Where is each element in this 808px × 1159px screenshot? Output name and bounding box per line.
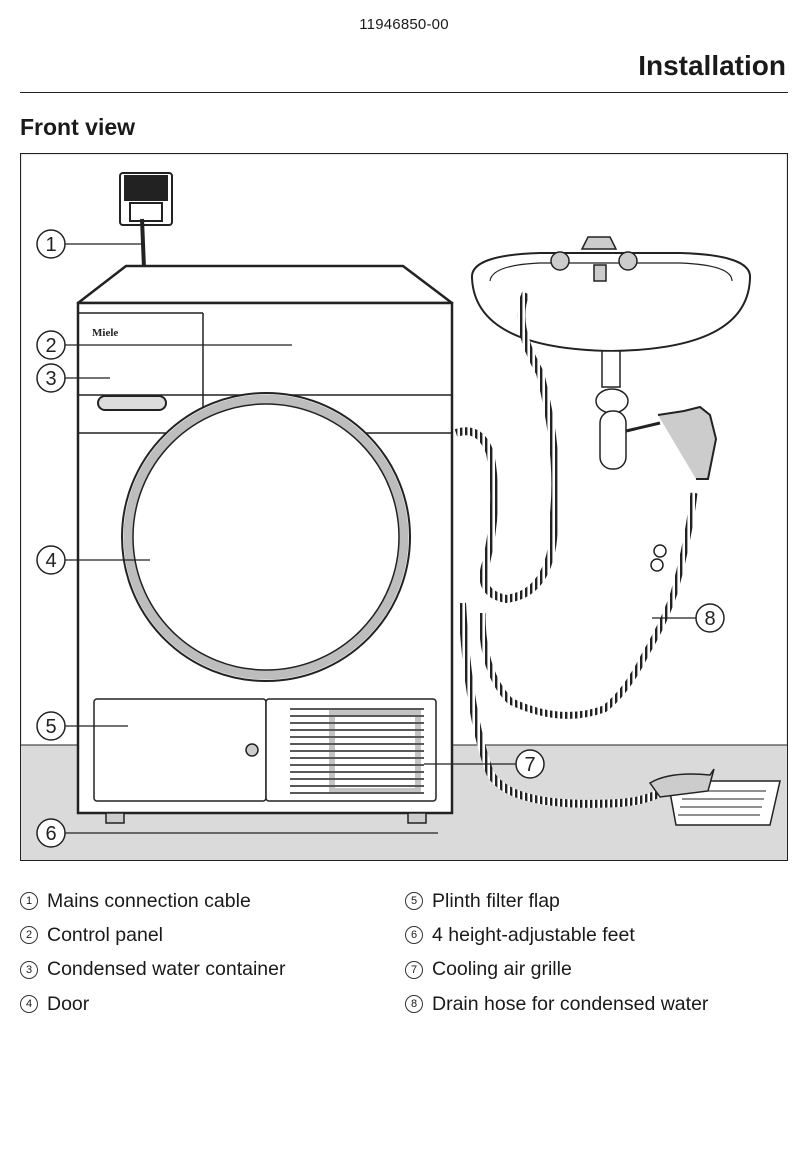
- legend-item: 3 Condensed water container: [20, 953, 286, 987]
- callout-6: 6: [45, 823, 56, 845]
- callout-2: 2: [45, 335, 56, 357]
- legend-number: 6: [405, 926, 423, 945]
- legend-item: 6 4 height-adjustable feet: [405, 918, 708, 952]
- legend-label: Drain hose for condensed water: [432, 992, 709, 1015]
- front-view-illustration: Miele: [20, 153, 788, 861]
- legend-item: 2 Control panel: [20, 918, 286, 952]
- foot: [105, 812, 125, 824]
- page-subtitle: Front view: [20, 114, 136, 140]
- cooling-air-grille: [290, 708, 424, 794]
- legend-number: 8: [405, 995, 423, 1014]
- dryer: Miele: [76, 264, 454, 824]
- container-handle: [97, 395, 167, 411]
- plinth-filter-flap: [93, 698, 267, 802]
- legend-label: Cooling air grille: [432, 958, 572, 981]
- legend-label: Plinth filter flap: [432, 889, 560, 912]
- callout-5: 5: [45, 716, 56, 738]
- callout-3: 3: [45, 368, 56, 390]
- legend-label: Mains connection cable: [47, 889, 251, 912]
- wall-socket: [119, 172, 173, 226]
- legend-number: 1: [20, 892, 38, 911]
- callout-1: 1: [45, 234, 56, 256]
- callout-8: 8: [704, 608, 715, 630]
- legend-number: 5: [405, 892, 423, 911]
- legend-label: Door: [47, 992, 90, 1015]
- brand-logo: Miele: [92, 327, 118, 339]
- legend-column-right: 5 Plinth filter flap 6 4 height-adjustable…: [405, 884, 708, 1021]
- callout-4: 4: [45, 550, 56, 572]
- hoses: [454, 291, 698, 808]
- document-number: 11946850-00: [359, 16, 449, 33]
- legend-number: 4: [20, 995, 38, 1014]
- legend-number: 3: [20, 960, 38, 979]
- floor-drain: [648, 768, 781, 826]
- legend-item: 1 Mains connection cable: [20, 884, 286, 918]
- legend-item: 4 Door: [20, 987, 286, 1021]
- legend-number: 2: [20, 926, 38, 945]
- mains-cable: [140, 218, 146, 269]
- legend-item: 8 Drain hose for condensed water: [405, 987, 708, 1021]
- section-title: Installation: [638, 50, 786, 81]
- legend-label: Control panel: [47, 923, 163, 946]
- legend-item: 7 Cooling air grille: [405, 953, 708, 987]
- foot: [407, 812, 427, 824]
- callout-7: 7: [524, 754, 535, 776]
- legend-item: 5 Plinth filter flap: [405, 884, 708, 918]
- legend-number: 7: [405, 960, 423, 979]
- title-divider: [20, 92, 788, 93]
- legend-label: Condensed water container: [47, 958, 286, 981]
- legend-label: 4 height-adjustable feet: [432, 923, 635, 946]
- legend-column-left: 1 Mains connection cable 2 Control panel 3…: [20, 884, 286, 1021]
- callout-lines: [65, 243, 696, 834]
- sink: [470, 236, 752, 480]
